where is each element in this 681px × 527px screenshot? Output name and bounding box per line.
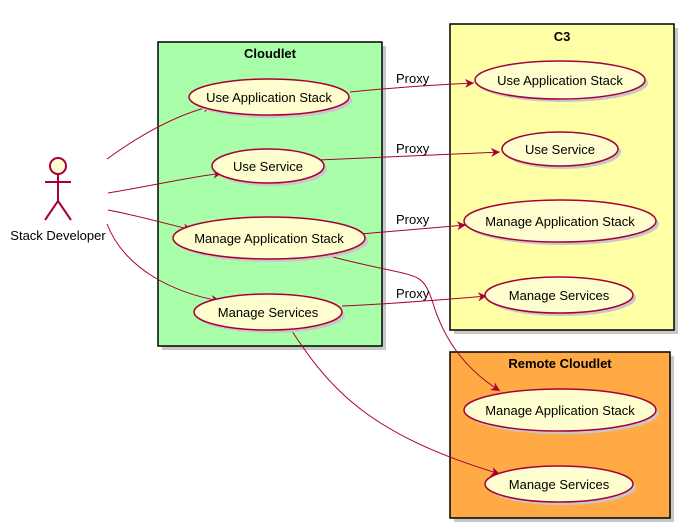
edge-label-proxy: Proxy — [396, 141, 430, 156]
usecase-c3-manage-application-stack: Manage Application Stack — [463, 199, 659, 245]
usecase-label: Use Service — [525, 142, 595, 157]
usecase-cloudlet-use-service: Use Service — [211, 148, 327, 186]
usecase-label: Manage Application Stack — [194, 231, 344, 246]
edge-label-proxy: Proxy — [396, 286, 430, 301]
usecase-remote-manage-application-stack: Manage Application Stack — [463, 388, 659, 434]
package-c3-title: C3 — [554, 29, 571, 44]
usecase-label: Use Service — [233, 159, 303, 174]
usecase-cloudlet-manage-application-stack: Manage Application Stack — [172, 216, 368, 262]
usecase-label: Use Application Stack — [497, 73, 623, 88]
package-remote-cloudlet-title: Remote Cloudlet — [508, 356, 612, 371]
edge-label-proxy: Proxy — [396, 71, 430, 86]
usecase-label: Use Application Stack — [206, 90, 332, 105]
usecase-label: Manage Services — [218, 305, 319, 320]
actor-stack-developer: Stack Developer — [10, 157, 106, 243]
usecase-label: Manage Application Stack — [485, 214, 635, 229]
edge-proxy-manage-services — [341, 292, 488, 307]
edge-manage-app-stack-remote — [324, 254, 501, 392]
edge-actor-manage-app-stack — [107, 209, 193, 233]
edge-manage-services-remote — [289, 327, 501, 476]
usecase-cloudlet-use-application-stack: Use Application Stack — [188, 78, 352, 118]
edge-proxy-use-service — [317, 147, 501, 161]
usecase-label: Manage Services — [509, 477, 610, 492]
usecase-label: Manage Application Stack — [485, 403, 635, 418]
usecase-remote-manage-services: Manage Services — [484, 465, 636, 505]
actor-icon — [44, 157, 72, 221]
edge-label-proxy: Proxy — [396, 212, 430, 227]
edge-actor-use-app-stack — [106, 103, 213, 160]
edge-proxy-manage-app-stack — [359, 221, 467, 235]
usecase-c3-use-service: Use Service — [501, 131, 621, 169]
edge-actor-use-service — [107, 169, 223, 194]
edge-actor-manage-services — [106, 223, 221, 304]
edges — [106, 78, 501, 476]
usecase-c3-manage-services: Manage Services — [484, 276, 636, 316]
usecase-label: Manage Services — [509, 288, 610, 303]
usecase-c3-use-application-stack: Use Application Stack — [474, 60, 648, 102]
usecase-cloudlet-manage-services: Manage Services — [193, 293, 345, 333]
package-cloudlet-title: Cloudlet — [244, 46, 297, 61]
actor-label: Stack Developer — [10, 228, 106, 243]
edge-proxy-use-app-stack — [349, 78, 475, 93]
